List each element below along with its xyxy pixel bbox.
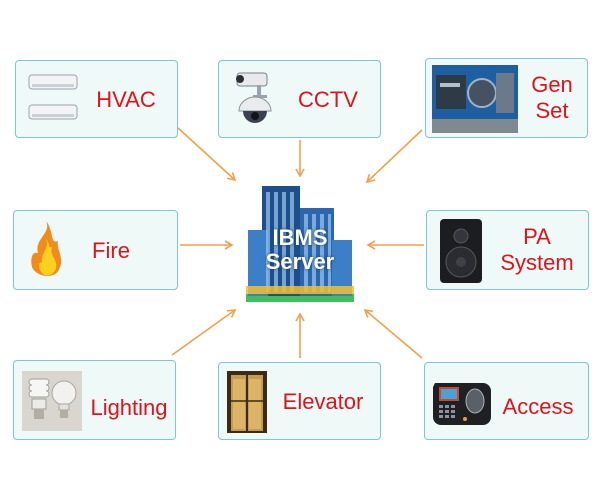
- subsystem-box-access: Access: [424, 362, 589, 440]
- subsystem-label-genset: Gen Set: [531, 72, 573, 123]
- light-bulb-icon: [22, 371, 82, 431]
- arrow-access: [363, 308, 423, 359]
- arrow-lighting: [171, 309, 237, 356]
- subsystem-box-fire: Fire: [13, 210, 178, 290]
- subsystem-box-pa: PA System: [426, 210, 589, 290]
- security-camera-icon: [236, 72, 272, 123]
- subsystem-label-access: Access: [502, 394, 574, 419]
- subsystem-label-cctv: CCTV: [298, 87, 358, 112]
- subsystem-box-genset: Gen Set: [425, 58, 588, 138]
- subsystem-label-fire: Fire: [92, 238, 130, 263]
- arrow-genset: [365, 129, 423, 184]
- elevator-icon: [227, 371, 267, 433]
- subsystem-label-hvac: HVAC: [96, 87, 156, 112]
- subsystem-label-lighting: Lighting: [90, 395, 168, 420]
- subsystem-box-cctv: CCTV: [218, 60, 381, 138]
- subsystem-box-lighting: Lighting: [13, 360, 176, 440]
- flame-icon: [31, 221, 62, 277]
- fingerprint-terminal-icon: [433, 383, 491, 425]
- subsystem-label-pa: PA System: [500, 224, 574, 275]
- subsystem-label-elevator: Elevator: [282, 389, 364, 414]
- ibms-server-building: [246, 186, 354, 302]
- ibms-server-label: IBMS Server: [265, 225, 335, 274]
- air-conditioner-icon: [28, 74, 78, 120]
- generator-icon: [432, 65, 518, 133]
- arrow-hvac: [177, 127, 237, 182]
- subsystem-box-elevator: Elevator: [218, 362, 381, 440]
- speaker-icon: [440, 219, 482, 283]
- subsystem-box-hvac: HVAC: [15, 60, 178, 138]
